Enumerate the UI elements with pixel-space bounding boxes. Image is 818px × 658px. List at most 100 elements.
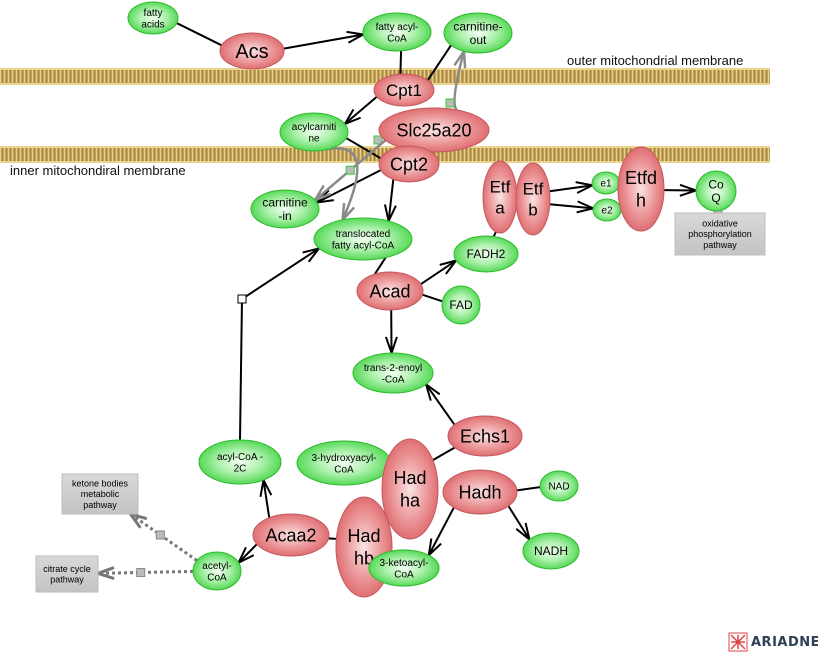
enzyme-cpt2[interactable]: Cpt2 <box>378 145 440 183</box>
enzyme-etfa[interactable]: Etf a <box>482 160 518 234</box>
edge-acetyl-coa-to-ketone-bodies <box>126 511 198 562</box>
metabolite-nadh[interactable]: NADH <box>522 532 580 570</box>
metabolite-coq[interactable]: CoQ <box>695 170 737 212</box>
enzyme-label: a <box>495 199 505 218</box>
metabolite-label: fatty acyl-CoA <box>332 240 395 251</box>
ariadne-logo: ARIADNE <box>728 632 818 652</box>
metabolite-label: acyl-CoA - <box>217 452 263 463</box>
enzyme-acaa2[interactable]: Acaa2 <box>252 513 330 557</box>
metabolite-trans-2-enoyl-coa[interactable]: trans-2-enoyl-CoA <box>352 352 434 394</box>
metabolite-label: Q <box>711 191 720 205</box>
metabolite-e1[interactable]: e1 <box>591 171 621 195</box>
metabolite-label: acids <box>141 19 164 30</box>
edge-etfb-to-e2 <box>549 200 597 214</box>
pathway-label: metabolic <box>81 489 120 499</box>
pathway-label: ketone bodies <box>72 478 129 488</box>
metabolite-label: Co <box>708 177 724 191</box>
enzyme-slc25a20[interactable]: Slc25a20 <box>378 107 490 153</box>
edge-acaa2-to-acetyl-coa <box>236 543 258 565</box>
transport-node <box>373 135 383 145</box>
enzyme-acad[interactable]: Acad <box>356 271 424 311</box>
edge-fadh2-to-etfa <box>492 231 497 237</box>
edge-echs1-to-hadha <box>432 446 456 462</box>
enzyme-label: Etf <box>523 179 544 198</box>
metabolite-label: fatty acyl- <box>376 22 419 33</box>
metabolite-label: out <box>470 33 487 47</box>
metabolite-acetyl-coa[interactable]: acetyl-CoA <box>192 551 242 591</box>
metabolite-label: NAD <box>548 482 569 493</box>
pathway-label: pathway <box>50 575 84 585</box>
edge-hadh-to-nadh <box>507 505 532 543</box>
enzyme-etfb[interactable]: Etf b <box>515 162 551 236</box>
metabolite-fatty-acyl-coa[interactable]: fatty acyl-CoA <box>362 12 432 52</box>
metabolite-label: acetyl- <box>202 561 231 572</box>
metabolite-fad[interactable]: FAD <box>441 285 481 325</box>
enzyme-echs1[interactable]: Echs1 <box>447 415 523 457</box>
pathway-label: oxidative <box>702 218 738 228</box>
enzyme-label: Cpt2 <box>390 154 428 174</box>
enzyme-label: hb <box>354 549 374 569</box>
edge-slc25a20-to-carnitine-in <box>312 139 387 203</box>
metabolite-3-hydroxyacyl-coa[interactable]: 3-hydroxyacyl-CoA <box>296 440 392 486</box>
enzyme-label: h <box>636 191 646 211</box>
enzyme-label: Etf <box>490 177 511 196</box>
enzyme-acs[interactable]: Acs <box>219 32 285 70</box>
metabolite-3-ketoacyl-coa-overlay[interactable]: 3-ketoacyl-CoA <box>368 549 440 587</box>
enzyme-label: Acaa2 <box>265 525 316 545</box>
pathway-label: citrate cycle <box>43 564 91 574</box>
edge-fatty-acids-to-acs <box>176 22 223 47</box>
metabolite-label: FAD <box>449 298 473 312</box>
pathway-link-node <box>136 567 146 577</box>
enzyme-cpt1[interactable]: Cpt1 <box>373 73 435 107</box>
enzyme-label: Hadh <box>458 482 501 502</box>
edge-acaa2-to-acyl-coa-2c <box>259 476 273 518</box>
metabolite-nad[interactable]: NAD <box>539 470 579 502</box>
metabolite-label: -in <box>278 209 291 223</box>
metabolite-acyl-coa-2c[interactable]: acyl-CoA -2C <box>198 439 282 485</box>
metabolite-label: fatty <box>144 8 163 19</box>
enzyme-label: Acs <box>235 41 268 63</box>
enzyme-label: Echs1 <box>460 426 510 446</box>
metabolite-label: e2 <box>601 206 613 217</box>
enzyme-etfdh[interactable]: Etfd h <box>617 146 665 232</box>
metabolite-label: CoA <box>334 464 354 475</box>
metabolite-label: carnitine- <box>453 19 502 33</box>
metabolite-e2[interactable]: e2 <box>592 198 622 222</box>
metabolite-label: 3-ketoacyl- <box>380 558 429 569</box>
metabolite-carnitine-in[interactable]: carnitine-in <box>250 189 320 229</box>
edge-echs1-to-trans-2-enoyl-coa <box>424 381 456 426</box>
process-node <box>237 294 247 304</box>
enzyme-label: Had <box>347 526 380 546</box>
transport-node <box>345 165 355 175</box>
metabolite-label: ne <box>308 133 320 144</box>
enzyme-label: b <box>528 201 537 220</box>
metabolite-label: -CoA <box>382 374 405 385</box>
enzyme-label: Etfd <box>625 168 657 188</box>
metabolite-label: e1 <box>600 179 612 190</box>
pathway-label: pathway <box>83 500 117 510</box>
edge-cpt1-to-acylcarnitine <box>342 96 378 126</box>
edge-etfdh-to-coq <box>663 183 700 197</box>
edge-carnitine-out-to-cpt1 <box>426 44 452 81</box>
metabolite-fadh2[interactable]: FADH2 <box>453 235 519 273</box>
edge-acylcarnitine-to-cpt2 <box>345 137 382 160</box>
edge-etfb-to-e1 <box>549 181 596 194</box>
metabolite-label: 2C <box>234 463 247 474</box>
metabolite-label: NADH <box>534 544 568 558</box>
edge-acyl-coa-2c-to-translocated-fatty-acyl-coa <box>237 246 322 441</box>
metabolite-carnitine-out[interactable]: carnitine-out <box>443 12 513 54</box>
metabolite-label: CoA <box>207 572 227 583</box>
metabolite-label: FADH2 <box>467 247 506 261</box>
enzyme-hadh[interactable]: Hadh <box>442 469 518 515</box>
enzyme-label: ha <box>400 491 421 511</box>
ariadne-logo-text: ARIADNE <box>751 634 818 650</box>
